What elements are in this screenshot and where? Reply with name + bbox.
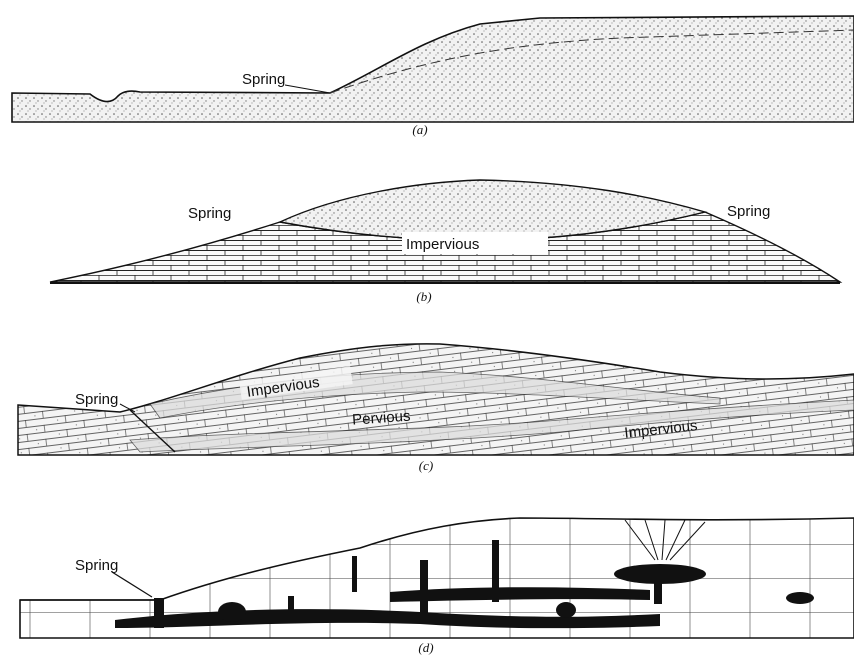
- spring-label-left: Spring: [188, 205, 231, 222]
- spring-label-right: Spring: [727, 203, 770, 220]
- panel-caption: (b): [416, 289, 431, 304]
- spring-outlet-shaft: [154, 598, 164, 628]
- shaft-1: [288, 596, 294, 620]
- panel-a: Spring (a): [12, 16, 854, 137]
- spring-pointer: [112, 572, 152, 597]
- spring-pointer: [285, 85, 330, 93]
- panel-caption: (d): [418, 640, 433, 655]
- shaft-2: [420, 560, 428, 616]
- shaft-3: [492, 540, 499, 602]
- panel-b: Spring Impervious Spring (b): [50, 180, 840, 304]
- panel-caption: (c): [419, 458, 433, 473]
- panel-d: Spring (d): [20, 518, 854, 655]
- chamber-far-right: [786, 592, 814, 604]
- spring-label: Spring: [242, 71, 285, 88]
- impervious-label: Impervious: [406, 236, 479, 253]
- chamber-small: [556, 602, 576, 618]
- panel-caption: (a): [412, 122, 427, 137]
- spring-label: Spring: [75, 557, 118, 574]
- chamber-left: [218, 602, 246, 622]
- spring-label: Spring: [75, 391, 118, 408]
- shaft-5: [654, 574, 662, 604]
- shaft-4: [352, 556, 357, 592]
- panel-c: Spring Impervious Pervious Impervious (c…: [18, 344, 854, 473]
- panel-a-terrain: [12, 16, 854, 122]
